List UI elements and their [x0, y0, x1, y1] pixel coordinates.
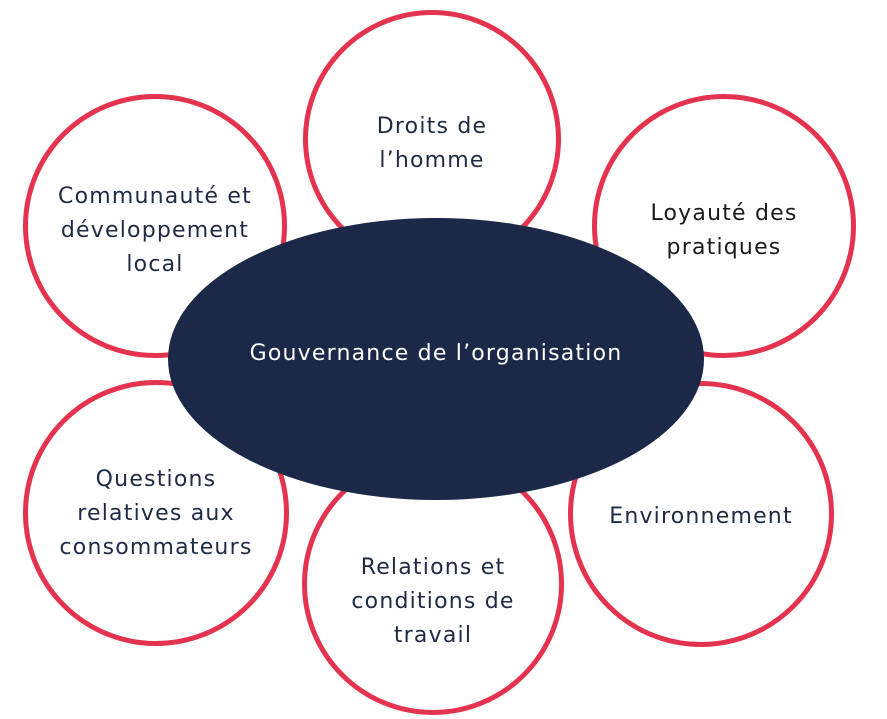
- petal-loyaute-line-1: Loyauté des: [650, 201, 798, 226]
- petal-relations-line-2: conditions de: [351, 589, 515, 614]
- petal-droits-line-1: Droits de: [376, 114, 488, 139]
- petal-relations-line-1: Relations et: [360, 555, 506, 580]
- petal-communaute-line-2: développement: [60, 218, 250, 243]
- center-ellipse-gouvernance: Gouvernance de l’organisation: [168, 218, 704, 500]
- petal-communaute-line-3: local: [126, 252, 184, 277]
- center-label: Gouvernance de l’organisation: [249, 341, 623, 366]
- petal-communaute-line-1: Communauté et: [58, 184, 252, 209]
- petal-questions-relatives-aux-consommateurs: Questions relatives aux consommateurs: [23, 380, 289, 646]
- petal-relations-line-3: travail: [393, 623, 473, 648]
- petal-droits-line-2: l’homme: [379, 148, 485, 173]
- petal-questions-line-3: consommateurs: [59, 535, 253, 560]
- petal-environnement-line-1: Environnement: [609, 504, 793, 529]
- petal-questions-line-1: Questions: [95, 467, 217, 492]
- petal-questions-line-2: relatives aux: [77, 501, 235, 526]
- petal-loyaute-line-2: pratiques: [666, 235, 782, 260]
- petal-relations-et-conditions-de-travail: Relations et conditions de travail: [302, 453, 564, 715]
